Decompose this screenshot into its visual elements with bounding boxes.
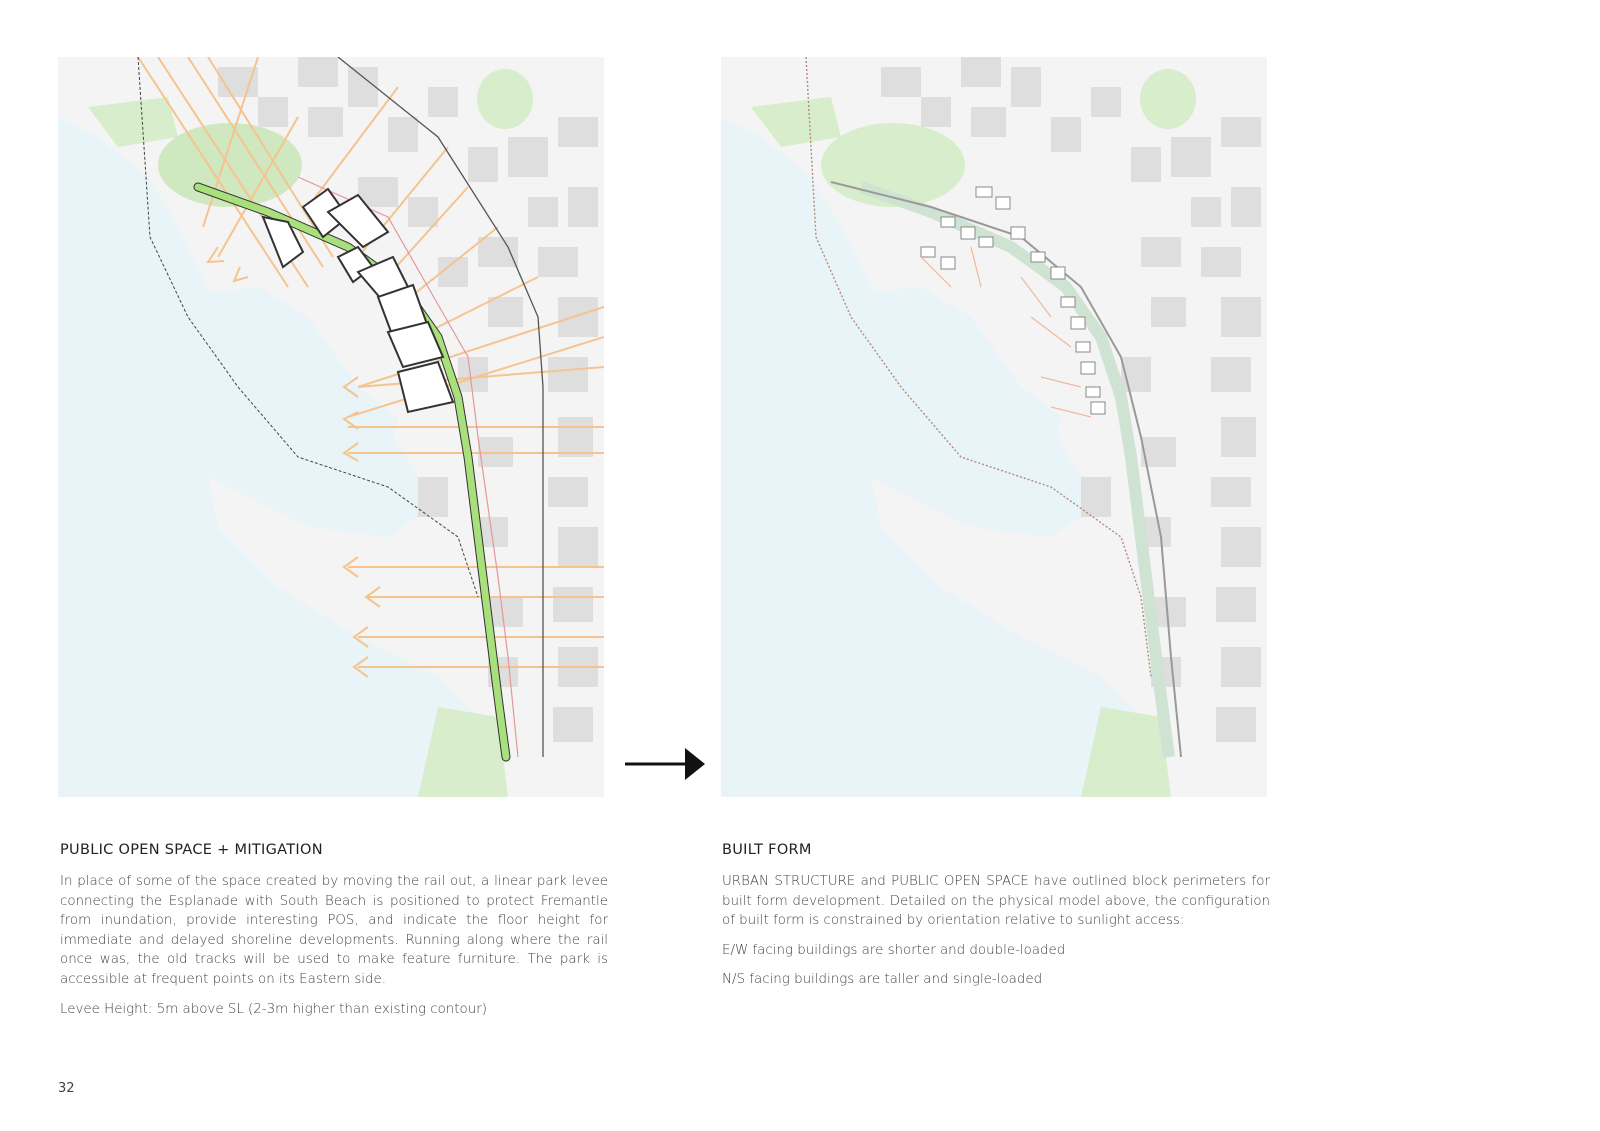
- buildings: [218, 57, 598, 742]
- right-text-column: BUILT FORM URBAN STRUCTURE and PUBLIC OP…: [722, 842, 1270, 1000]
- park-oval: [477, 69, 533, 129]
- park-oval: [1140, 69, 1196, 129]
- section-heading-built-form: BUILT FORM: [722, 842, 812, 858]
- park-south: [418, 707, 508, 797]
- description-paragraph: In place of some of the space created by…: [60, 874, 608, 987]
- left-text-column: PUBLIC OPEN SPACE + MITIGATION In place …: [60, 842, 608, 1029]
- buildings: [881, 57, 1261, 742]
- park-south: [1081, 707, 1171, 797]
- water-inner: [821, 287, 1061, 477]
- water-inner: [158, 287, 398, 477]
- sightlines-faint: [920, 246, 1092, 418]
- transition-arrow-icon: [625, 748, 705, 780]
- sightline-arrowheads: [206, 246, 381, 678]
- park-north: [88, 97, 178, 147]
- levee-height-note: Levee Height: 5m above SL (2-3m higher t…: [60, 1001, 487, 1017]
- development-buildings: [920, 186, 1106, 415]
- park-north: [751, 97, 841, 147]
- park-esplanade: [821, 123, 965, 207]
- ew-buildings-note: E/W facing buildings are shorter and dou…: [722, 942, 1066, 958]
- boundary-line: [297, 176, 519, 758]
- map-built-form: [721, 57, 1267, 797]
- development-blocks: [261, 187, 455, 414]
- section-heading-public-open-space: PUBLIC OPEN SPACE + MITIGATION: [60, 842, 323, 858]
- description-paragraph: URBAN STRUCTURE and PUBLIC OPEN SPACE ha…: [722, 874, 1270, 929]
- ns-buildings-note: N/S facing buildings are taller and sing…: [722, 972, 1043, 988]
- levee-corridor: [858, 181, 1175, 758]
- map-public-open-space: [58, 57, 604, 797]
- rail-line-dashed: [805, 57, 1152, 678]
- rail-line-dashed: [137, 57, 479, 598]
- rail-line: [830, 181, 1182, 758]
- rail-line: [337, 57, 544, 757]
- page-number: 32: [58, 1081, 75, 1096]
